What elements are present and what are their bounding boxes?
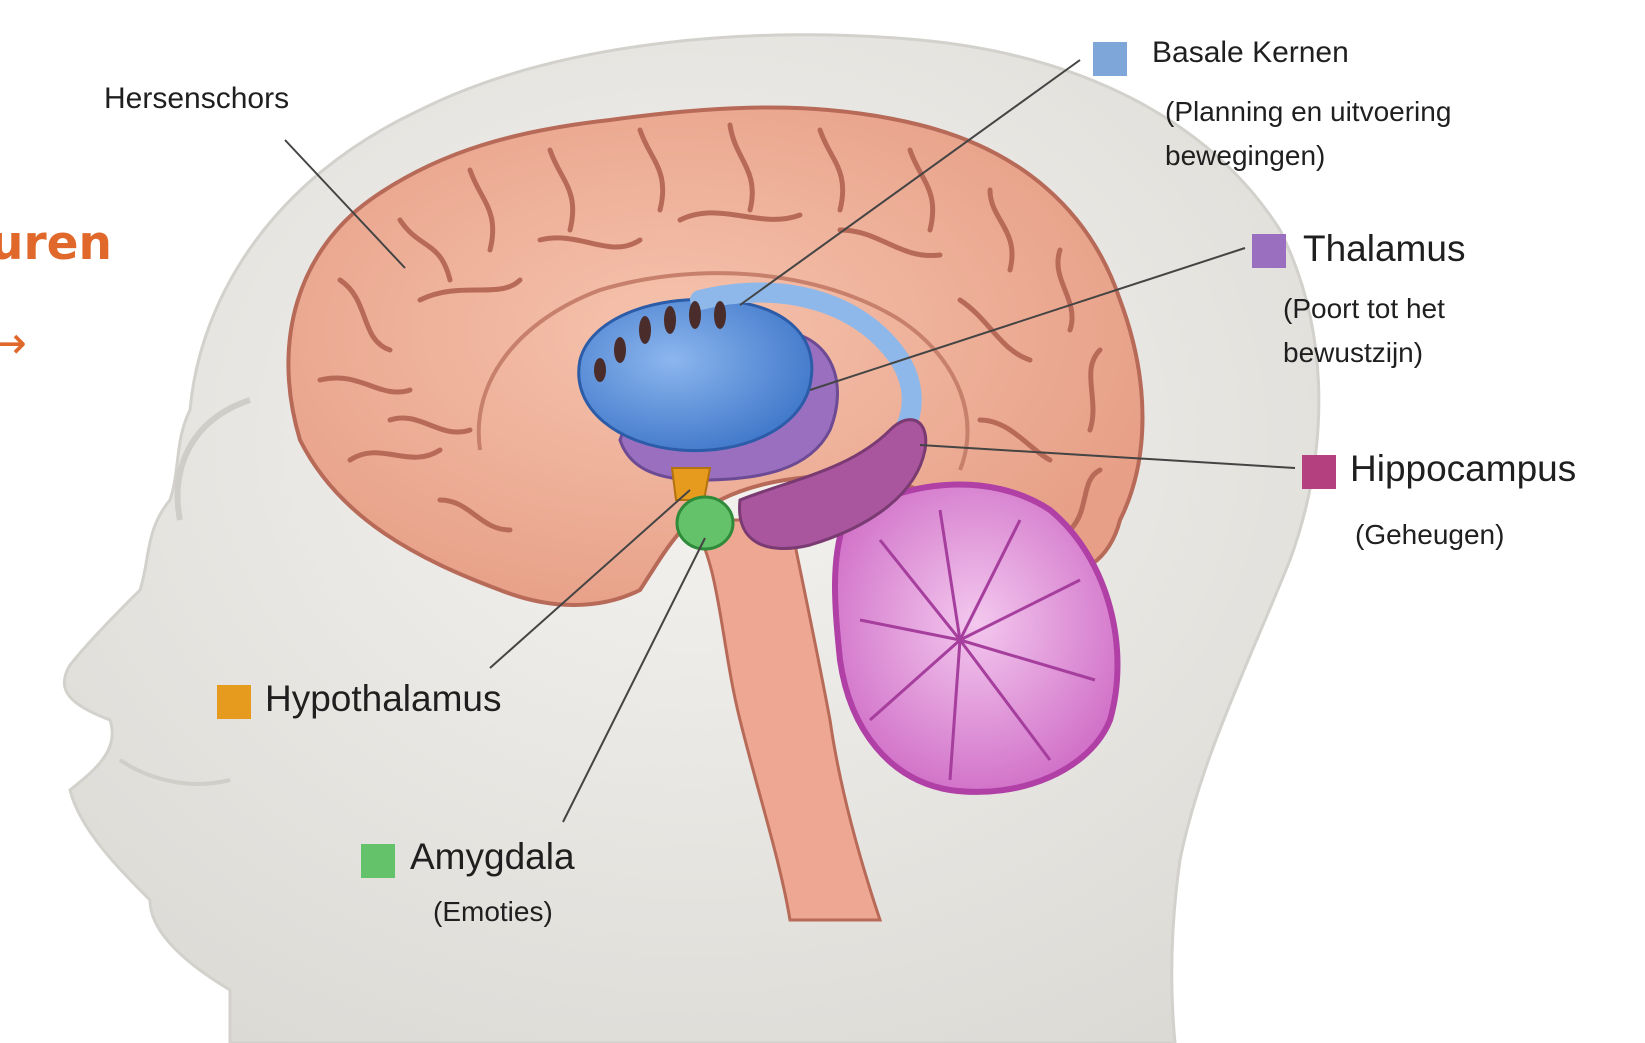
desc-amygdala: (Emoties): [433, 890, 553, 934]
legend-swatch-amygdala: [361, 844, 395, 878]
label-hersenschors: Hersenschors: [104, 82, 289, 116]
hypothalamus-shape: [672, 468, 710, 500]
label-hippocampus: Hippocampus: [1350, 448, 1576, 490]
legend-swatch-basale-kernen: [1093, 42, 1127, 76]
cut-off-title: uren: [0, 216, 112, 271]
desc-thalamus: (Poort tot het bewustzijn): [1283, 287, 1543, 375]
legend-swatch-thalamus: [1252, 234, 1286, 268]
legend-swatch-hippocampus: [1302, 455, 1336, 489]
label-amygdala: Amygdala: [410, 836, 575, 878]
label-basale-kernen: Basale Kernen: [1152, 36, 1349, 70]
label-thalamus: Thalamus: [1303, 228, 1465, 270]
legend-swatch-hypothalamus: [217, 685, 251, 719]
amygdala-shape: [677, 497, 733, 549]
arrow-right-icon: →: [0, 318, 27, 369]
desc-basale-kernen: (Planning en uitvoering bewegingen): [1165, 90, 1585, 178]
label-hypothalamus: Hypothalamus: [265, 678, 502, 720]
desc-hippocampus: (Geheugen): [1355, 513, 1504, 557]
